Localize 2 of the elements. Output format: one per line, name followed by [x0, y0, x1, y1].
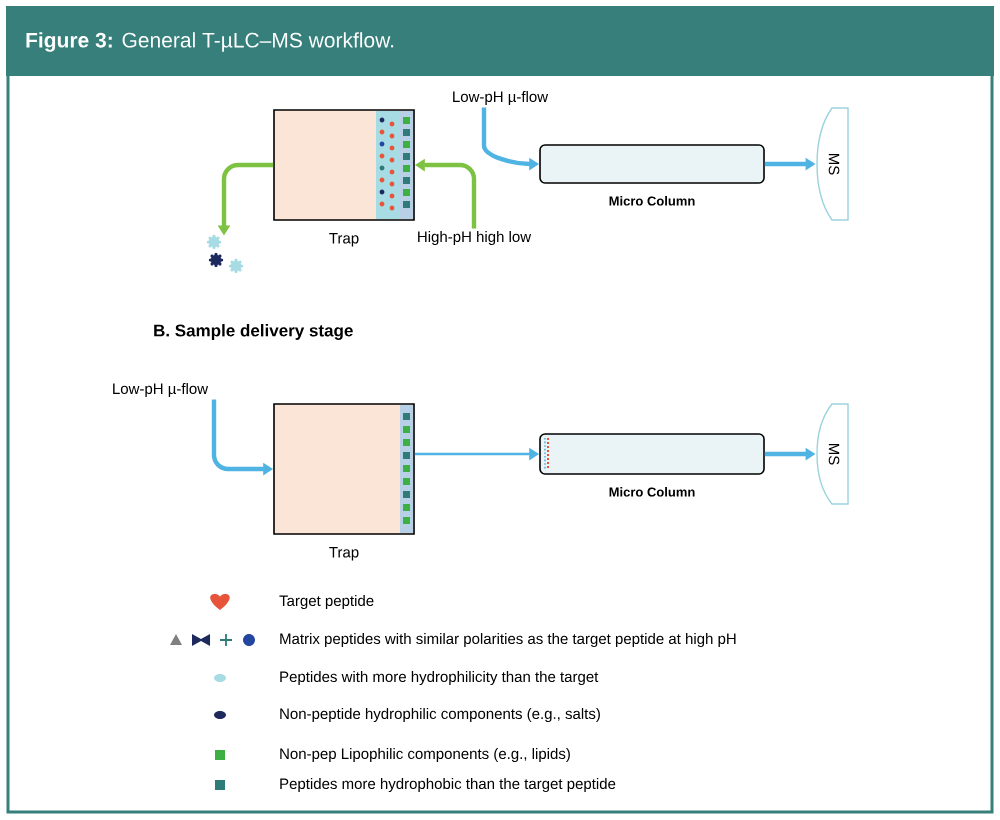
section-heading: B. Sample delivery stage — [154, 324, 353, 340]
figure-title: Figure 3: General T-µLC–MS workflow. — [26, 32, 394, 52]
